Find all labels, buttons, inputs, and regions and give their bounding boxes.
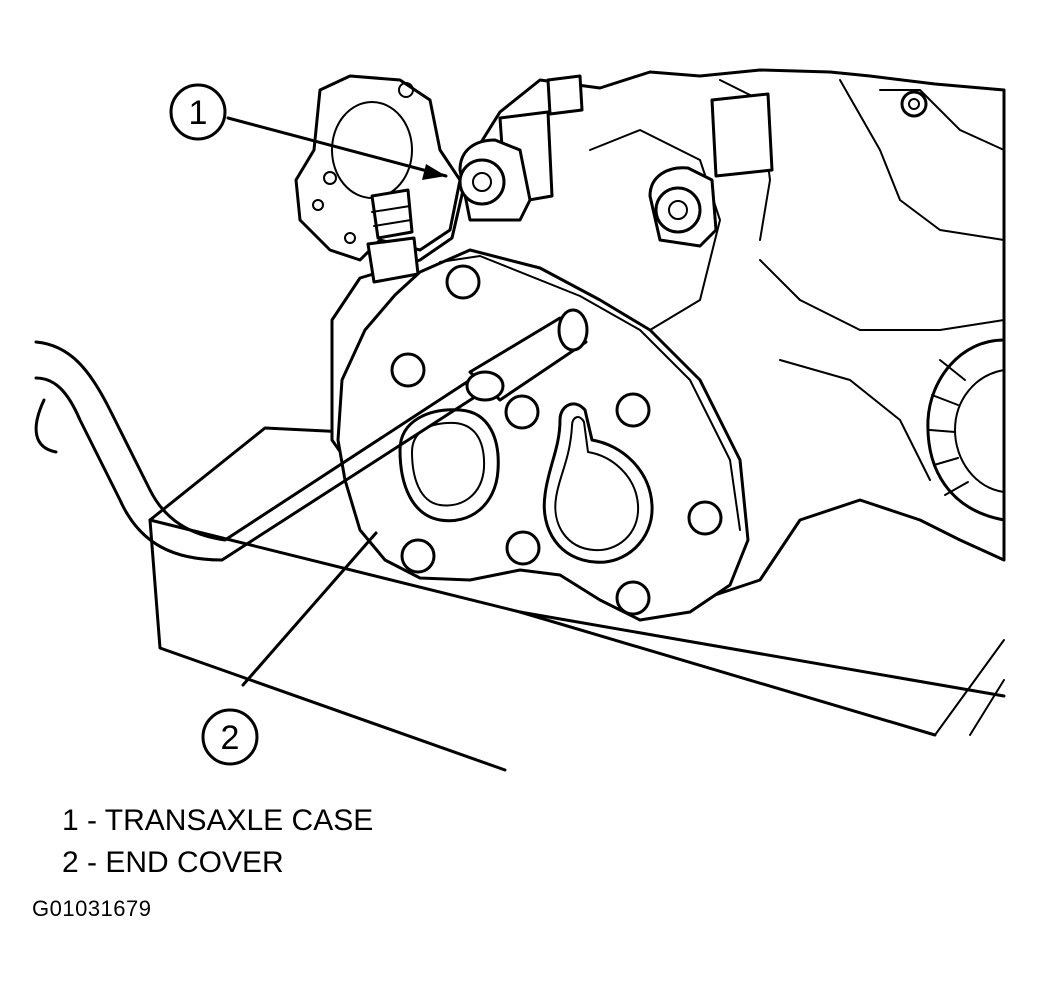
callout-2-number: 2 [221,719,240,757]
end-cover-bolts [390,264,723,616]
case-mount-bolt [458,138,718,248]
legend-item-transaxle-case: 1 - TRANSAXLE CASE [62,804,374,837]
legend-item-end-cover: 2 - END COVER [62,846,284,879]
end-cover [336,248,750,622]
callout-1: 1 [169,83,227,141]
callout-1-number: 1 [189,94,208,132]
cooler-line [34,308,589,562]
callout-2: 2 [201,708,259,766]
figure-id: G01031679 [32,896,152,921]
legend: 1 - TRANSAXLE CASE 2 - END COVER [62,800,373,884]
leader-lines [226,116,448,687]
